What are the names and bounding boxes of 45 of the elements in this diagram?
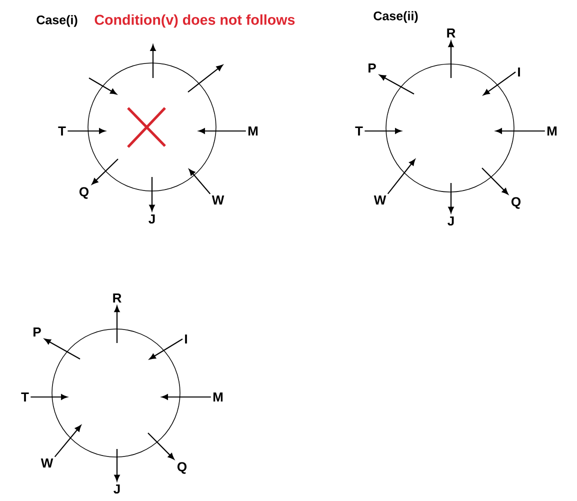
- letter-label: P: [34, 328, 41, 336]
- letter-label: Q: [79, 187, 89, 199]
- arrow: [149, 177, 155, 212]
- letter-label: M: [547, 126, 557, 136]
- arrow: [68, 128, 106, 134]
- letter-label: T: [58, 126, 66, 136]
- arrow: [379, 74, 414, 94]
- letter-label: W: [40, 458, 54, 468]
- arrow: [30, 394, 68, 400]
- arrow: [162, 394, 211, 400]
- letter-label: M: [213, 392, 223, 402]
- arrow: [148, 432, 174, 460]
- letter-label: M: [248, 126, 258, 136]
- letter-label: I: [185, 334, 187, 344]
- letter-label: P: [368, 64, 376, 72]
- arrow: [114, 306, 120, 343]
- arrow: [448, 183, 454, 214]
- arrow: [188, 169, 211, 194]
- letter-label: I: [518, 68, 520, 76]
- arrow: [364, 128, 402, 134]
- letter-label: W: [212, 196, 224, 204]
- arrow: [387, 159, 416, 194]
- letter-label: Q: [177, 462, 187, 474]
- case-heading: Case(i): [36, 15, 78, 27]
- arrow: [482, 168, 508, 195]
- arrow: [54, 425, 82, 458]
- letter-label: T: [21, 392, 29, 402]
- letter-label: W: [374, 196, 386, 204]
- letter-label: J: [114, 484, 120, 494]
- arrow: [448, 40, 454, 78]
- arrow: [114, 449, 120, 482]
- letter-label: Q: [511, 197, 521, 209]
- letter-label: J: [448, 216, 454, 226]
- letter-label: R: [113, 294, 122, 302]
- letter-label: T: [355, 126, 363, 136]
- arrow: [92, 158, 118, 185]
- arrow: [44, 338, 80, 360]
- arrow: [483, 72, 516, 96]
- letter-label: R: [447, 28, 456, 38]
- arrow: [149, 338, 183, 360]
- arrow: [198, 128, 246, 134]
- note-text: Condition(v) does not follows: [94, 14, 295, 28]
- arrow: [496, 128, 545, 134]
- letter-label: J: [148, 214, 155, 224]
- case-heading: Case(ii): [374, 11, 418, 23]
